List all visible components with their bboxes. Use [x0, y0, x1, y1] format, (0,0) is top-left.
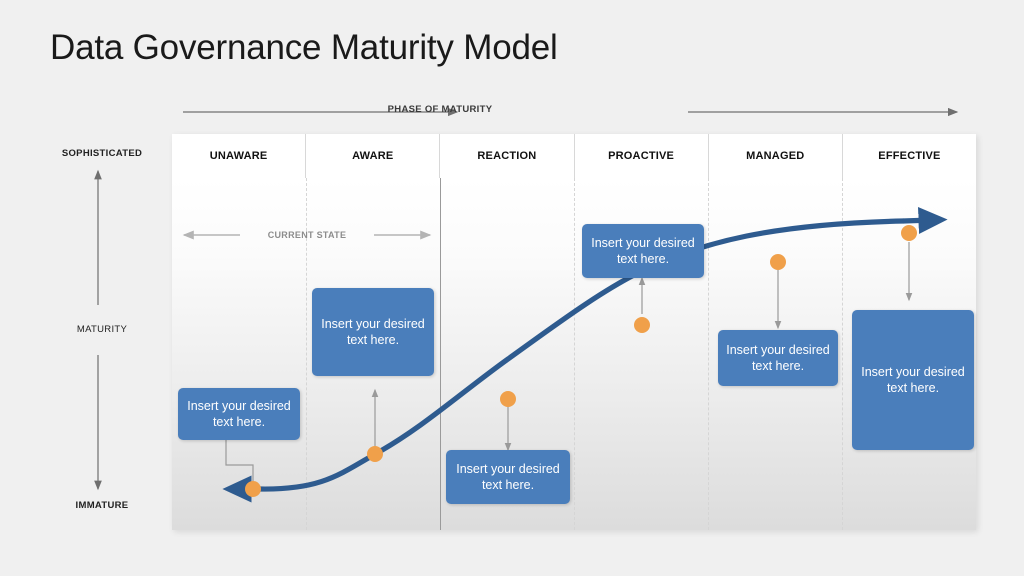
textbox-aware[interactable]: Insert your desired text here. [312, 288, 434, 376]
textbox-unaware[interactable]: Insert your desired text here. [178, 388, 300, 440]
axis-label-immature: IMMATURE [75, 500, 129, 511]
column-divider-2 [440, 178, 442, 530]
axis-label-maturity: MATURITY [76, 324, 128, 335]
textbox-managed[interactable]: Insert your desired text here. [718, 330, 838, 386]
current-state-label: CURRENT STATE [267, 230, 347, 240]
column-header-reaction[interactable]: REACTION [440, 134, 575, 178]
textbox-effective[interactable]: Insert your desired text here. [852, 310, 974, 450]
textbox-managed-text: Insert your desired text here. [726, 343, 830, 373]
textbox-proactive[interactable]: Insert your desired text here. [582, 224, 704, 278]
column-divider-5 [842, 178, 844, 530]
maturity-axis-arrows [94, 169, 102, 491]
column-header-effective[interactable]: EFFECTIVE [878, 150, 941, 162]
textbox-reaction-text: Insert your desired text here. [456, 462, 560, 492]
textbox-reaction[interactable]: Insert your desired text here. [446, 450, 570, 504]
phase-axis-arrows [183, 107, 959, 117]
textbox-aware-text: Insert your desired text here. [321, 317, 425, 347]
textbox-effective-text: Insert your desired text here. [861, 365, 965, 395]
column-header-proactive[interactable]: PROACTIVE [575, 134, 709, 178]
phase-header-row: UNAWARE AWARE REACTION PROACTIVE MANAGED… [172, 134, 976, 179]
page-title: Data Governance Maturity Model [50, 28, 558, 67]
phase-of-maturity-label: PHASE OF MATURITY [387, 104, 493, 115]
column-header-managed[interactable]: MANAGED [709, 134, 843, 178]
textbox-unaware-text: Insert your desired text here. [187, 399, 291, 429]
column-divider-3 [574, 178, 576, 530]
column-divider-4 [708, 178, 710, 530]
textbox-proactive-text: Insert your desired text here. [591, 236, 695, 266]
column-header-aware[interactable]: AWARE [306, 134, 441, 178]
axis-label-sophisticated: SOPHISTICATED [61, 148, 143, 159]
column-header-unaware[interactable]: UNAWARE [172, 134, 307, 178]
